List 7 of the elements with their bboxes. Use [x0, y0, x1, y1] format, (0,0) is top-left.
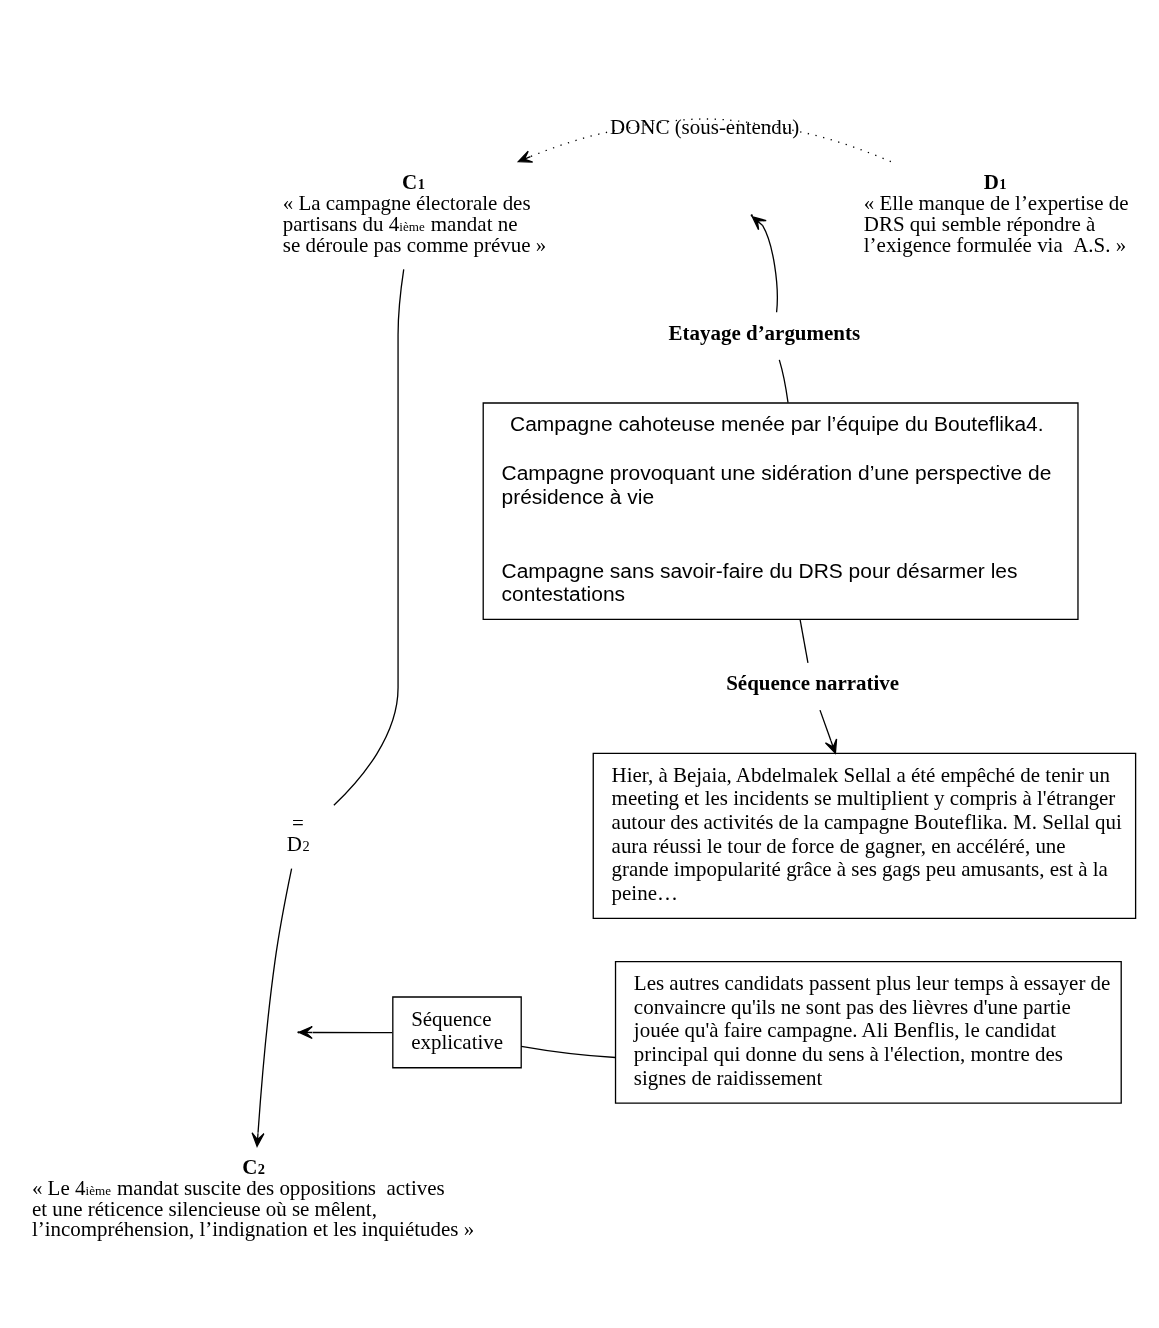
- node-text: D1 « Elle manque de l’expertise de DRS qui semble répondre à l’exigence formulée via A.S. »: [863, 169, 1129, 257]
- node-text: C2 « Le 4ième mandat suscite des oppositions actives et une réticence silencieuse où se mêlent, l’incompréhension, l’indignation et les inquiétudes »: [31, 1154, 475, 1241]
- edge-label: DONC (sous-entendu): [610, 114, 800, 139]
- node-text: Séquence narrative: [726, 670, 900, 695]
- node-text: C1 « La campagne électorale des partisans du 4ième mandat ne se déroule pas comme prévue »: [282, 169, 547, 257]
- node-text: = D2: [286, 810, 310, 856]
- node-text: Etayage d’arguments: [668, 320, 861, 345]
